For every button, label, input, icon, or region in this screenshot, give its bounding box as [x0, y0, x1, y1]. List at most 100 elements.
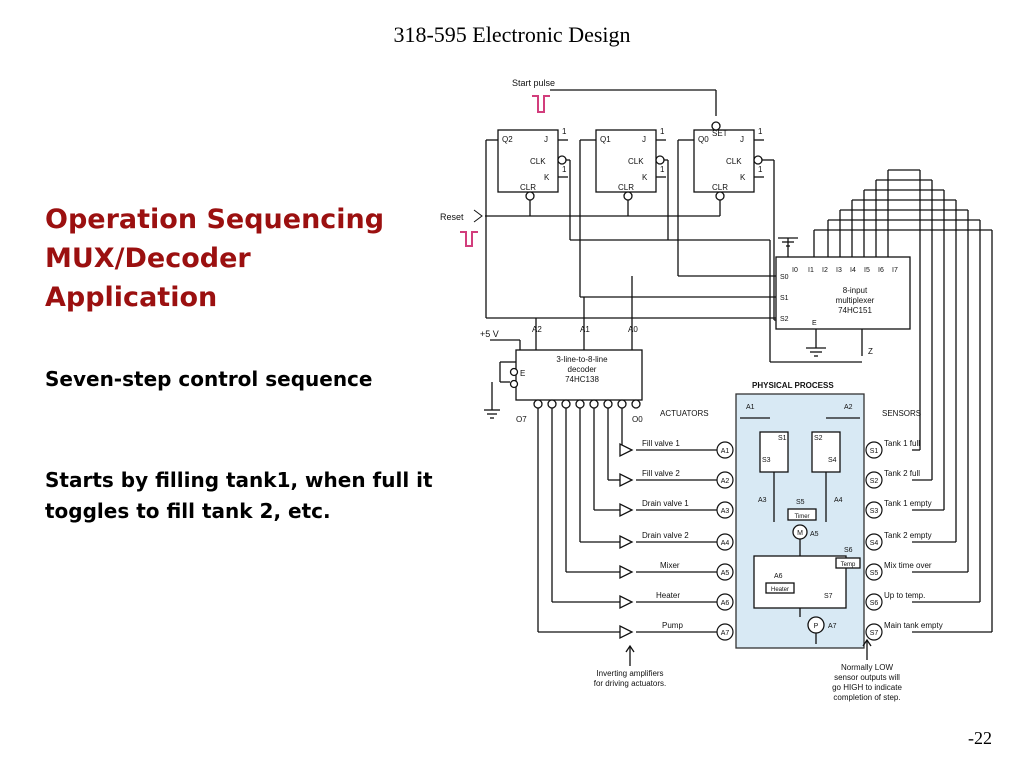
ff0-j-one: 1	[758, 127, 763, 136]
mux-sel-2: S2	[780, 316, 789, 323]
ff2-j-one: 1	[562, 127, 567, 136]
actuator-id-4: A4	[721, 540, 730, 547]
actuator-id-1: A1	[721, 448, 730, 455]
sensor-label-4: Tank 2 empty	[884, 531, 932, 540]
proc-s1: S1	[778, 435, 787, 442]
mux-in-5: I5	[864, 267, 870, 274]
proc-timer: Timer	[794, 514, 809, 520]
mux-in-1: I1	[808, 267, 814, 274]
ff1-j: J	[642, 135, 646, 144]
ff2-clk: CLK	[530, 157, 546, 166]
proc-s6: S6	[844, 547, 853, 554]
actuator-label-3: Drain valve 1	[642, 499, 689, 508]
mux-in-7: I7	[892, 267, 898, 274]
proc-pump: P	[814, 623, 819, 630]
mux-in-4: I4	[850, 267, 856, 274]
mux-in-0: I0	[792, 267, 798, 274]
mux-enable: E	[812, 320, 817, 327]
proc-a7: A7	[828, 623, 837, 630]
note-left-1: Inverting amplifiers	[596, 669, 663, 678]
ff2-j: J	[544, 135, 548, 144]
proc-a3: A3	[758, 497, 767, 504]
slide-subtitle: Seven-step control sequence	[45, 367, 373, 391]
ff1-clk: CLK	[628, 157, 644, 166]
proc-s2: S2	[814, 435, 823, 442]
sensor-id-2: S2	[870, 478, 879, 485]
ff0-q: Q0	[698, 135, 709, 144]
note-right-4: completion of step.	[833, 693, 900, 702]
sensor-label-5: Mix time over	[884, 561, 932, 570]
ff2-q: Q2	[502, 135, 513, 144]
dec-addr-a1: A1	[580, 325, 590, 334]
note-right-2: sensor outputs will	[834, 673, 900, 682]
actuator-label-1: Fill valve 1	[642, 439, 680, 448]
title-line-1: Operation Sequencing	[45, 204, 385, 235]
sensor-id-7: S7	[870, 630, 879, 637]
page-number: -22	[968, 728, 992, 748]
proc-temp: Temp	[841, 562, 856, 568]
actuators-heading: ACTUATORS	[660, 409, 709, 418]
actuator-id-5: A5	[721, 570, 730, 577]
ff0-clr: CLR	[712, 183, 728, 192]
sensor-id-6: S6	[870, 600, 879, 607]
course-header: 318-595 Electronic Design	[393, 22, 631, 47]
mux-sel-1: S1	[780, 295, 789, 302]
sequencer-circuit-diagram: Start pulse Reset +5 V Q2 J CLK K CLR 1 …	[440, 78, 993, 702]
dec-addr-a0: A0	[628, 325, 638, 334]
mux-sel-0: S0	[780, 274, 789, 281]
proc-a4: A4	[834, 497, 843, 504]
proc-heater: Heater	[771, 587, 789, 593]
note-right-1: Normally LOW	[841, 663, 893, 672]
proc-a1: A1	[746, 404, 755, 411]
actuator-label-6: Heater	[656, 591, 680, 600]
vcc-label: +5 V	[480, 329, 499, 339]
dec-o0: O0	[632, 415, 643, 424]
ff2-k: K	[544, 173, 550, 182]
sensor-id-5: S5	[870, 570, 879, 577]
ff0-j: J	[740, 135, 744, 144]
actuator-label-5: Mixer	[660, 561, 680, 570]
proc-s5: S5	[796, 499, 805, 506]
ff1-clr: CLR	[618, 183, 634, 192]
sensor-label-7: Main tank empty	[884, 621, 943, 630]
actuator-label-4: Drain valve 2	[642, 531, 689, 540]
mux-in-6: I6	[878, 267, 884, 274]
actuator-label-7: Pump	[662, 621, 683, 630]
sensor-label-6: Up to temp.	[884, 591, 925, 600]
slide-description: Starts by filling tank1, when full it to…	[45, 468, 433, 523]
actuator-id-3: A3	[721, 508, 730, 515]
ff0-k: K	[740, 173, 746, 182]
sensors-heading: SENSORS	[882, 409, 921, 418]
actuator-id-2: A2	[721, 478, 730, 485]
dec-addr-a2: A2	[532, 325, 542, 334]
proc-s3: S3	[762, 457, 771, 464]
mux-line1: 8-input	[843, 286, 868, 295]
mux-output-z: Z	[868, 347, 873, 356]
sensor-id-4: S4	[870, 540, 879, 547]
start-pulse-label: Start pulse	[512, 78, 555, 88]
actuator-id-6: A6	[721, 600, 730, 607]
ff2-clr: CLR	[520, 183, 536, 192]
sensor-id-1: S1	[870, 448, 879, 455]
proc-a6: A6	[774, 573, 783, 580]
ff1-k: K	[642, 173, 648, 182]
sensor-label-1: Tank 1 full	[884, 439, 920, 448]
mux-line2: multiplexer	[836, 296, 875, 305]
proc-s4: S4	[828, 457, 837, 464]
ff0-set: SET	[712, 129, 728, 138]
dec-o7: O7	[516, 415, 527, 424]
title-line-3: Application	[45, 282, 218, 313]
process-heading: PHYSICAL PROCESS	[752, 381, 834, 390]
proc-s7: S7	[824, 593, 833, 600]
ff0-clk: CLK	[726, 157, 742, 166]
ff1-j-one: 1	[660, 127, 665, 136]
slide-title: Operation Sequencing MUX/Decoder Applica…	[45, 200, 425, 317]
mux-in-2: I2	[822, 267, 828, 274]
note-left-2: for driving actuators.	[594, 679, 666, 688]
sensor-label-3: Tank 1 empty	[884, 499, 932, 508]
proc-motor: M	[797, 530, 803, 537]
ff2-k-one: 1	[562, 165, 567, 174]
sensor-id-3: S3	[870, 508, 879, 515]
mux-in-3: I3	[836, 267, 842, 274]
dec-enable: E	[520, 369, 525, 378]
